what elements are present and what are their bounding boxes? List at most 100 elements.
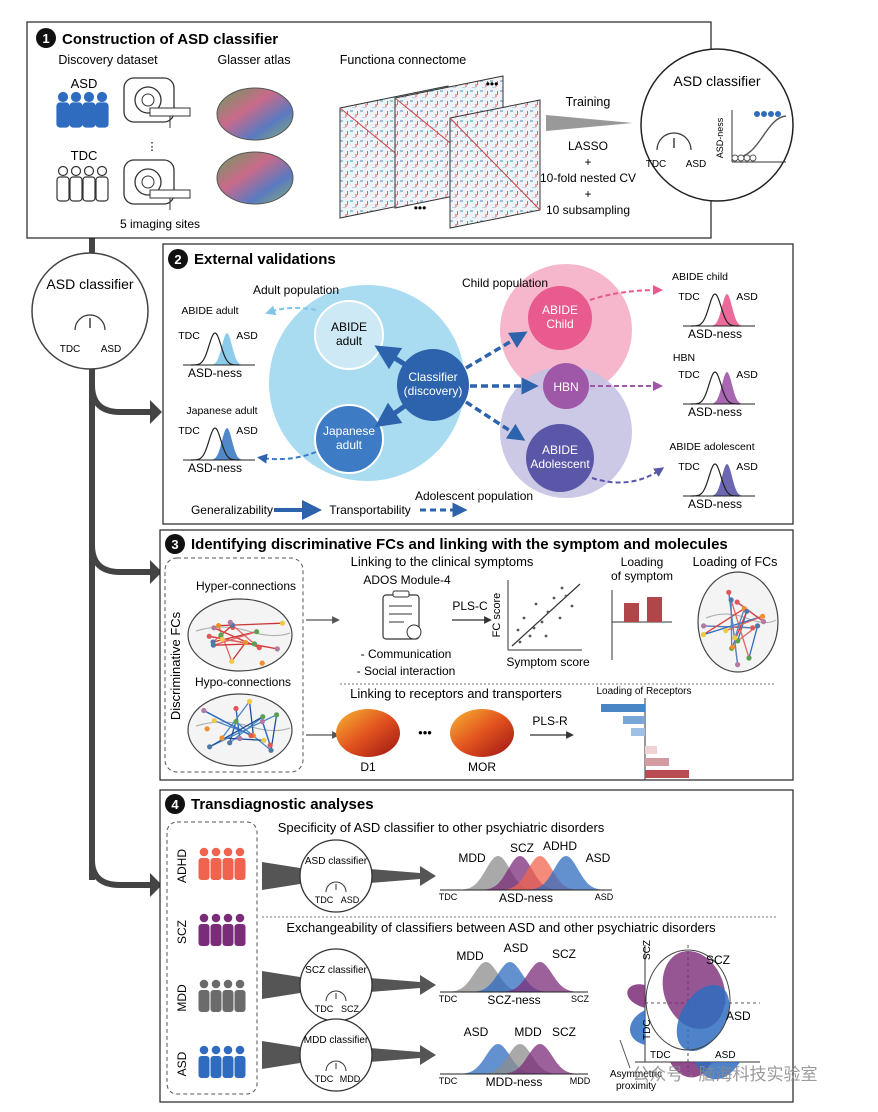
scatter-dot: [560, 586, 564, 590]
training-label: Training: [566, 95, 611, 109]
discovery-label: Discovery dataset: [58, 53, 158, 67]
exchangeability-title: Exchangeability of classifiers between A…: [286, 920, 716, 935]
trunk-connector: [89, 238, 162, 897]
tdc-label: TDC: [178, 330, 200, 342]
people-icon: [198, 913, 246, 946]
node-dot: [701, 623, 707, 629]
node-dot: [233, 705, 239, 712]
connection-line: [703, 608, 745, 636]
node-dot: [746, 655, 752, 661]
text-line: LASSO: [568, 139, 608, 153]
person-body: [56, 102, 70, 128]
distribution-label: MDD: [456, 949, 484, 963]
connection-line: [221, 737, 264, 741]
asd-curve: [705, 464, 749, 496]
group-label: ASD: [175, 1051, 189, 1076]
node-dot: [734, 599, 740, 605]
receptor-title: Linking to receptors and transporters: [350, 686, 562, 701]
connectome-dots-top: •••: [486, 77, 499, 91]
ados-label: ADOS Module-4: [363, 573, 451, 587]
connection-line: [222, 638, 246, 644]
scatter-dot: [558, 616, 562, 620]
training-arrow: [546, 115, 633, 131]
plsc-scatter: [507, 580, 582, 651]
person-body: [234, 990, 246, 1012]
distribution-title: ABIDE adolescent: [669, 441, 754, 453]
text-line: Adolescent: [530, 457, 590, 471]
arrow-to-abide-adolescent: [591, 467, 665, 484]
panel-1: 1 Construction of ASD classifier Discove…: [26, 21, 794, 239]
person-head: [211, 979, 221, 989]
asd-label: ASD: [736, 461, 758, 473]
connection-line: [218, 622, 283, 627]
person-head: [223, 847, 233, 857]
scatter-dot: [532, 626, 536, 630]
node-dot: [261, 737, 267, 743]
classifier-title: SCZ classifier: [305, 965, 367, 976]
scatter-asd-label: ASD: [726, 1009, 751, 1023]
distribution-title: ABIDE child: [672, 271, 728, 283]
asd-label: ASD: [236, 425, 258, 437]
node-dot: [274, 646, 280, 652]
funnel-in: [262, 1041, 300, 1069]
scatter-dot: [518, 640, 522, 644]
generalizability-arrows: [374, 345, 411, 428]
person-body: [82, 102, 96, 128]
distribution-curve: [498, 1044, 582, 1074]
text-line: Child: [546, 317, 573, 331]
tdc-curve: [691, 293, 739, 327]
symptom-score-label: Symptom score: [506, 655, 590, 669]
node-dot: [700, 632, 707, 638]
tdc-people-icon: [56, 165, 109, 202]
group-label: MDD: [175, 984, 189, 1012]
scatter-dot: [544, 634, 548, 638]
person-head: [96, 165, 108, 177]
node-dot: [744, 608, 750, 614]
text-line: +: [584, 155, 591, 169]
axis-right: MDD: [570, 1076, 591, 1086]
connection-line: [213, 631, 257, 646]
node-dot: [246, 698, 253, 705]
scatter-xaxis-asd: ASD: [715, 1050, 736, 1061]
person-body: [222, 1056, 234, 1078]
person-head: [199, 979, 209, 989]
connection-line: [728, 592, 739, 665]
person-body: [234, 1056, 246, 1078]
asdness-label: ASD-ness: [188, 366, 242, 380]
connectome-dots-bottom: •••: [414, 201, 427, 215]
scatter-dot: [540, 620, 544, 624]
node-dot: [735, 662, 741, 668]
adolescent-population-label: Adolescent population: [415, 489, 533, 503]
tdc-label: TDC: [71, 148, 98, 163]
scatter-yaxis-scz: SCZ: [642, 940, 653, 960]
arrow-to-abide-child: [589, 285, 663, 301]
asd-curve: [705, 294, 749, 326]
transportability-arrows: [465, 331, 539, 441]
sigmoid-ylabel: ASD-ness: [715, 117, 725, 158]
tdc-curve: [191, 427, 239, 461]
tdc-label: TDC: [678, 291, 700, 303]
node-dot: [260, 714, 266, 720]
node-dot: [207, 744, 213, 750]
arrow-to-japanese-adult: [257, 451, 317, 464]
classifier-title: ASD classifier: [305, 856, 368, 867]
sites-label: 5 imaging sites: [120, 217, 200, 231]
person-head: [223, 1045, 233, 1055]
classifier-circle: ASD classifier TDC ASD ASD-ness: [640, 48, 794, 202]
distribution-label: ASD: [464, 1025, 489, 1039]
node-dot: [750, 625, 756, 631]
node-dot: [723, 628, 729, 634]
person-head: [57, 165, 69, 177]
clinical-title: Linking to the clinical symptoms: [351, 554, 534, 569]
scatter-dot: [522, 616, 526, 620]
person-head: [70, 165, 82, 177]
fc-score-label: FC score: [491, 593, 503, 638]
loading-symptom-line1: Loading: [621, 555, 664, 569]
panel3-title: Identifying discriminative FCs and linki…: [191, 536, 728, 553]
panel1-number: 1: [42, 31, 49, 46]
hyper-label: Hyper-connections: [196, 579, 296, 593]
tdc-label: TDC: [178, 425, 200, 437]
